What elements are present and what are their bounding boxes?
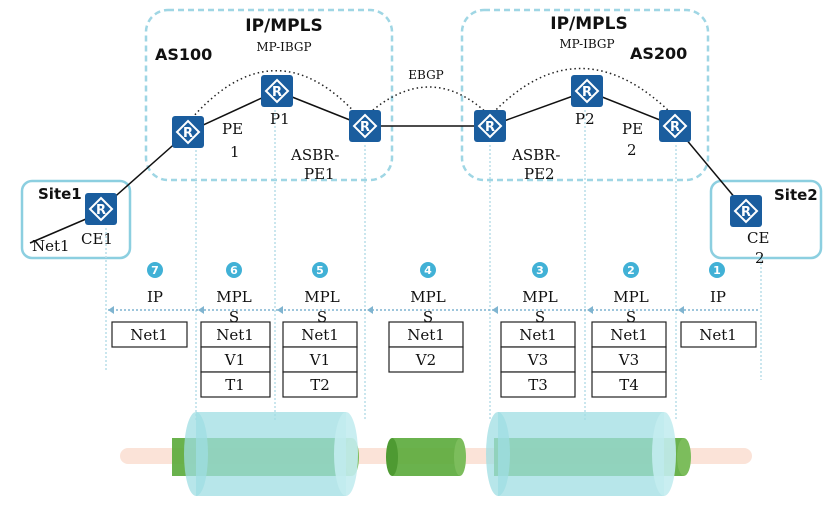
- segment-4-protocol: MPL: [410, 288, 445, 306]
- segment-badge-4: 4: [420, 262, 436, 278]
- as200-name: AS200: [630, 44, 687, 63]
- as100-region: [144, 8, 394, 182]
- svg-text:R: R: [96, 203, 106, 218]
- svg-text:1: 1: [713, 264, 721, 277]
- segment-7-protocol: IP: [147, 288, 163, 306]
- svg-text:R: R: [360, 120, 370, 135]
- tunnel-illustration: [120, 412, 752, 496]
- ce2-label-line1: CE: [747, 229, 769, 247]
- segment-2-label-1: Net1: [610, 326, 648, 344]
- pe2-label-line2: 2: [627, 141, 637, 159]
- segment-2-label-2: V3: [618, 351, 639, 369]
- svg-text:3: 3: [536, 264, 544, 277]
- as100-protocol: MP-IBGP: [256, 40, 311, 54]
- pe1-label-line1: PE: [222, 120, 243, 138]
- physical-links: [29, 90, 747, 244]
- svg-text:6: 6: [230, 264, 238, 277]
- segment-3-protocol-line2: S: [535, 308, 545, 326]
- router-icon-asbr-pe1: R: [348, 109, 382, 143]
- segment-arrowheads: [108, 306, 684, 314]
- segment-5-label-2: V1: [309, 351, 330, 369]
- p1-label: P1: [270, 110, 290, 128]
- router-icon-pe2: R: [658, 109, 692, 143]
- segment-2-protocol: MPL: [613, 288, 648, 306]
- as100-mp-ibgp-session: [185, 70, 361, 126]
- pe1-label-line2: 1: [230, 143, 240, 161]
- segment-3-label-2: V3: [527, 351, 548, 369]
- segment-2-protocol-line2: S: [626, 308, 636, 326]
- segment-badge-2: 2: [623, 262, 639, 278]
- segment-6-protocol: MPL: [216, 288, 251, 306]
- pe2-label-line1: PE: [622, 120, 643, 138]
- segment-3-label-3: T3: [528, 376, 548, 394]
- asbr-pe2-label-line1: ASBR-: [511, 146, 561, 164]
- segment-5-protocol: MPL: [304, 288, 339, 306]
- ce2-label-line2: 2: [755, 249, 765, 267]
- segment-6-protocol-line2: S: [229, 308, 239, 326]
- segment-3-label-1: Net1: [519, 326, 557, 344]
- site1-label: Site1: [38, 185, 82, 203]
- asbr-pe1-label-line2: PE1: [304, 165, 335, 183]
- router-icon-asbr-pe2: R: [473, 109, 507, 143]
- svg-text:R: R: [183, 126, 193, 141]
- ce1-label: CE1: [81, 230, 113, 248]
- router-icon-ce1: R: [84, 192, 118, 226]
- router-icon-p1: R: [260, 74, 294, 108]
- ebgp-session: [365, 86, 491, 117]
- svg-text:R: R: [670, 120, 680, 135]
- svg-text:R: R: [272, 85, 282, 100]
- svg-text:7: 7: [151, 264, 159, 277]
- segment-6-label-2: V1: [224, 351, 245, 369]
- asbr-pe1-label-line1: ASBR-: [290, 146, 340, 164]
- site1-region: [20, 179, 132, 260]
- svg-text:4: 4: [424, 264, 432, 277]
- as200-title: IP/MPLS: [550, 14, 627, 34]
- segment-4-protocol-line2: S: [423, 308, 433, 326]
- segment-2-label-3: T4: [619, 376, 639, 394]
- segment-1-protocol: IP: [710, 288, 726, 306]
- segment-badge-1: 1: [709, 262, 725, 278]
- as200-region: [460, 8, 710, 182]
- svg-text:5: 5: [316, 264, 324, 277]
- segment-4-label-1: Net1: [407, 326, 445, 344]
- segment-3-protocol: MPL: [522, 288, 557, 306]
- segment-6-label-3: T1: [225, 376, 245, 394]
- svg-text:R: R: [485, 120, 495, 135]
- segment-1-label-1: Net1: [699, 326, 737, 344]
- segment-badge-7: 7: [147, 262, 163, 278]
- segment-6-label-1: Net1: [216, 326, 254, 344]
- svg-text:R: R: [582, 85, 592, 100]
- site2-region: [709, 179, 823, 260]
- as100-name: AS100: [155, 45, 212, 64]
- segment-5-label-1: Net1: [301, 326, 339, 344]
- segment-badge-3: 3: [532, 262, 548, 278]
- p2-label: P2: [575, 110, 595, 128]
- svg-text:2: 2: [627, 264, 635, 277]
- router-icon-p2: R: [570, 74, 604, 108]
- router-icon-pe1: R: [171, 115, 205, 149]
- site2-label: Site2: [774, 186, 818, 204]
- segment-badge-6: 6: [226, 262, 242, 278]
- as200-protocol: MP-IBGP: [559, 37, 614, 51]
- segment-badge-5: 5: [312, 262, 328, 278]
- asbr-pe2-label-line2: PE2: [524, 165, 555, 183]
- label-stacks: [111, 321, 757, 398]
- segment-guide-lines: [105, 110, 762, 420]
- segment-5-label-3: T2: [310, 376, 330, 394]
- segment-7-label-1: Net1: [130, 326, 168, 344]
- net1-host-label: Net1: [32, 237, 70, 255]
- router-icon-ce2: R: [729, 194, 763, 228]
- svg-text:R: R: [741, 205, 751, 220]
- ebgp-label: EBGP: [408, 68, 443, 82]
- segment-4-label-2: V2: [415, 351, 436, 369]
- segment-5-protocol-line2: S: [317, 308, 327, 326]
- as100-title: IP/MPLS: [245, 16, 322, 36]
